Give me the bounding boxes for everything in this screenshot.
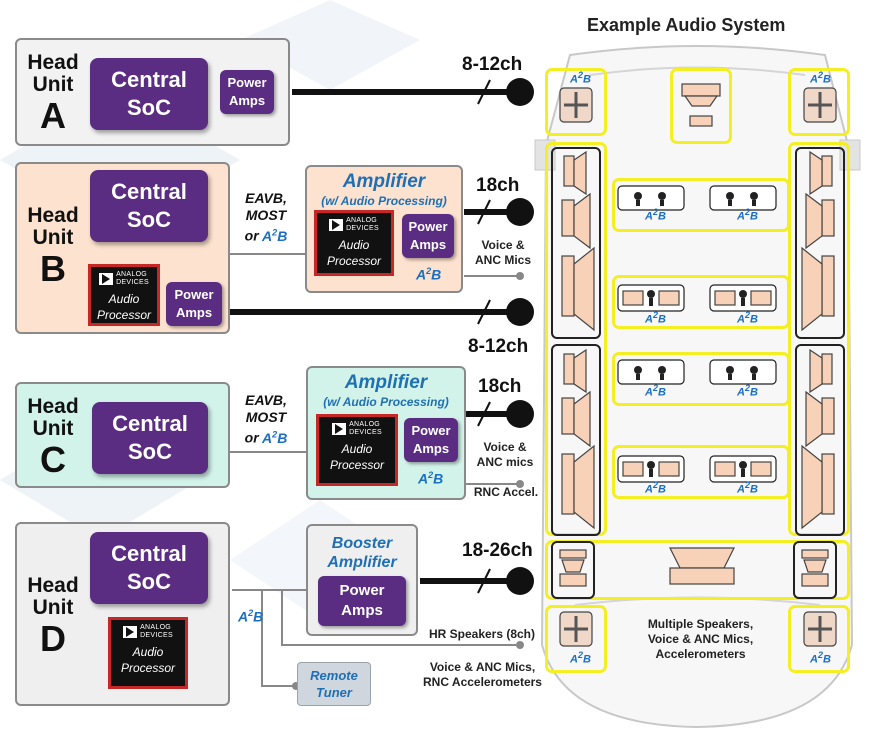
a2b-badge-icon: A2B: [238, 608, 264, 625]
channel-label-a: 8-12ch: [462, 54, 523, 75]
a2b-logo-icon: A2B: [262, 429, 288, 446]
row1-headrest-group: [612, 275, 790, 329]
a2b-badge-icon: A2B: [418, 470, 444, 487]
car-caption: Multiple Speakers, Voice & ANC Mics, Acc…: [647, 617, 754, 661]
link-options-b: EAVB, MOST or A2B: [244, 190, 288, 244]
a2b-badge-icon: A2B: [416, 266, 442, 283]
rear-speaker-group: [545, 540, 850, 600]
accel-label-c: RNC Accel.: [473, 485, 539, 499]
channel-label-b-amp: 18ch: [476, 175, 520, 196]
rear-left-sensor-group: [545, 605, 607, 673]
car-components: [551, 83, 845, 647]
front-center-speaker-group: [670, 68, 732, 144]
a2b-badge-icon: A2B: [737, 310, 758, 326]
channel-label-d: 18-26ch: [462, 540, 533, 561]
a2b-badge-icon: A2B: [570, 70, 591, 86]
row1-mic-group: [612, 178, 790, 232]
front-right-speaker-group: [788, 68, 850, 136]
channel-label-c: 18ch: [478, 376, 522, 397]
link-options-c: EAVB, MOST or A2B: [244, 392, 288, 446]
mics-accel-label-d: Voice & ANC Mics,RNC Accelerometers: [423, 660, 542, 689]
a2b-badge-icon: A2B: [810, 650, 831, 666]
front-left-speaker-group: [545, 68, 607, 136]
mics-label-c: Voice &ANC mics: [476, 440, 534, 469]
a2b-badge-icon: A2B: [737, 207, 758, 223]
a2b-logo-icon: A2B: [262, 227, 288, 244]
page-title: Example Audio System: [587, 15, 786, 35]
mics-label-b: Voice &ANC Mics: [474, 238, 531, 267]
a2b-badge-icon: A2B: [737, 383, 758, 399]
rear-right-sensor-group: [788, 605, 850, 673]
a2b-badge-icon: A2B: [570, 650, 591, 666]
a2b-badge-icon: A2B: [737, 480, 758, 496]
a2b-badge-icon: A2B: [810, 70, 831, 86]
a2b-badge-icon: A2B: [645, 207, 666, 223]
a2b-badge-icon: A2B: [645, 310, 666, 326]
channel-label-b-direct: 8-12ch: [468, 336, 529, 357]
row2-mic-group: [612, 352, 790, 406]
row2-headrest-group: [612, 445, 790, 499]
a2b-badge-icon: A2B: [645, 480, 666, 496]
a2b-badge-icon: A2B: [645, 383, 666, 399]
hr-speakers-label: HR Speakers (8ch): [428, 627, 536, 641]
